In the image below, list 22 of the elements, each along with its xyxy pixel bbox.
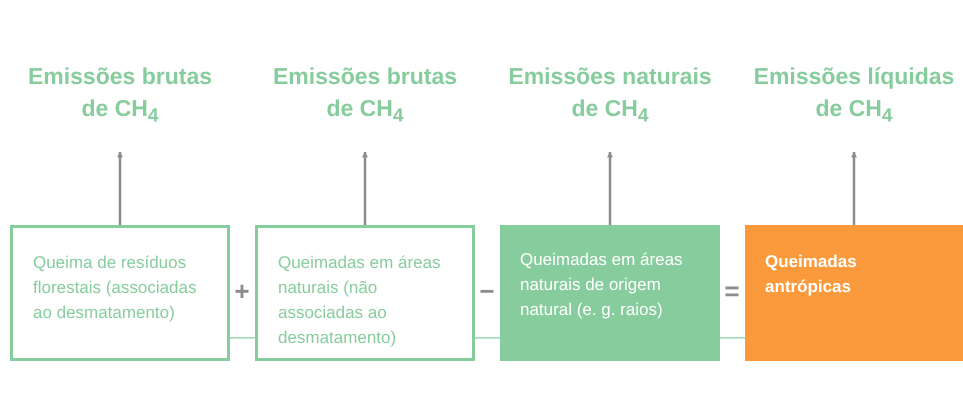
arrow [851,151,857,225]
operator-sign: = [723,276,741,307]
process-box [255,225,475,361]
connector-line [720,337,745,338]
box-text: Queimadas em áreas naturais de origem natural (e. g. raios) [520,249,684,321]
box-text: Queima de resíduos florestais (associadas ao desmatamento) [33,252,198,324]
operator-sign: + [233,276,251,307]
arrow [362,151,368,225]
box-text: Queimadas antrópicas [765,251,858,298]
heading-text: Emissões naturais de CH$_{4}$ [507,62,713,129]
heading-text: Emissões brutas de CH$_{4}$ [272,62,458,129]
arrow [607,151,613,225]
connector-line [230,337,255,338]
heading-text: Emissões brutas de CH$_{4}$ [26,62,214,129]
process-box [500,225,720,361]
connector-line [475,337,500,338]
result-box [745,225,963,361]
heading-text: Emissões líquidas de CH$_{4}$ [752,62,956,129]
process-box [10,225,230,361]
arrow [117,151,123,225]
operator-sign: − [478,276,496,307]
box-text: Queimadas em áreas naturais (não associadas ao desmatamento) [278,252,442,349]
